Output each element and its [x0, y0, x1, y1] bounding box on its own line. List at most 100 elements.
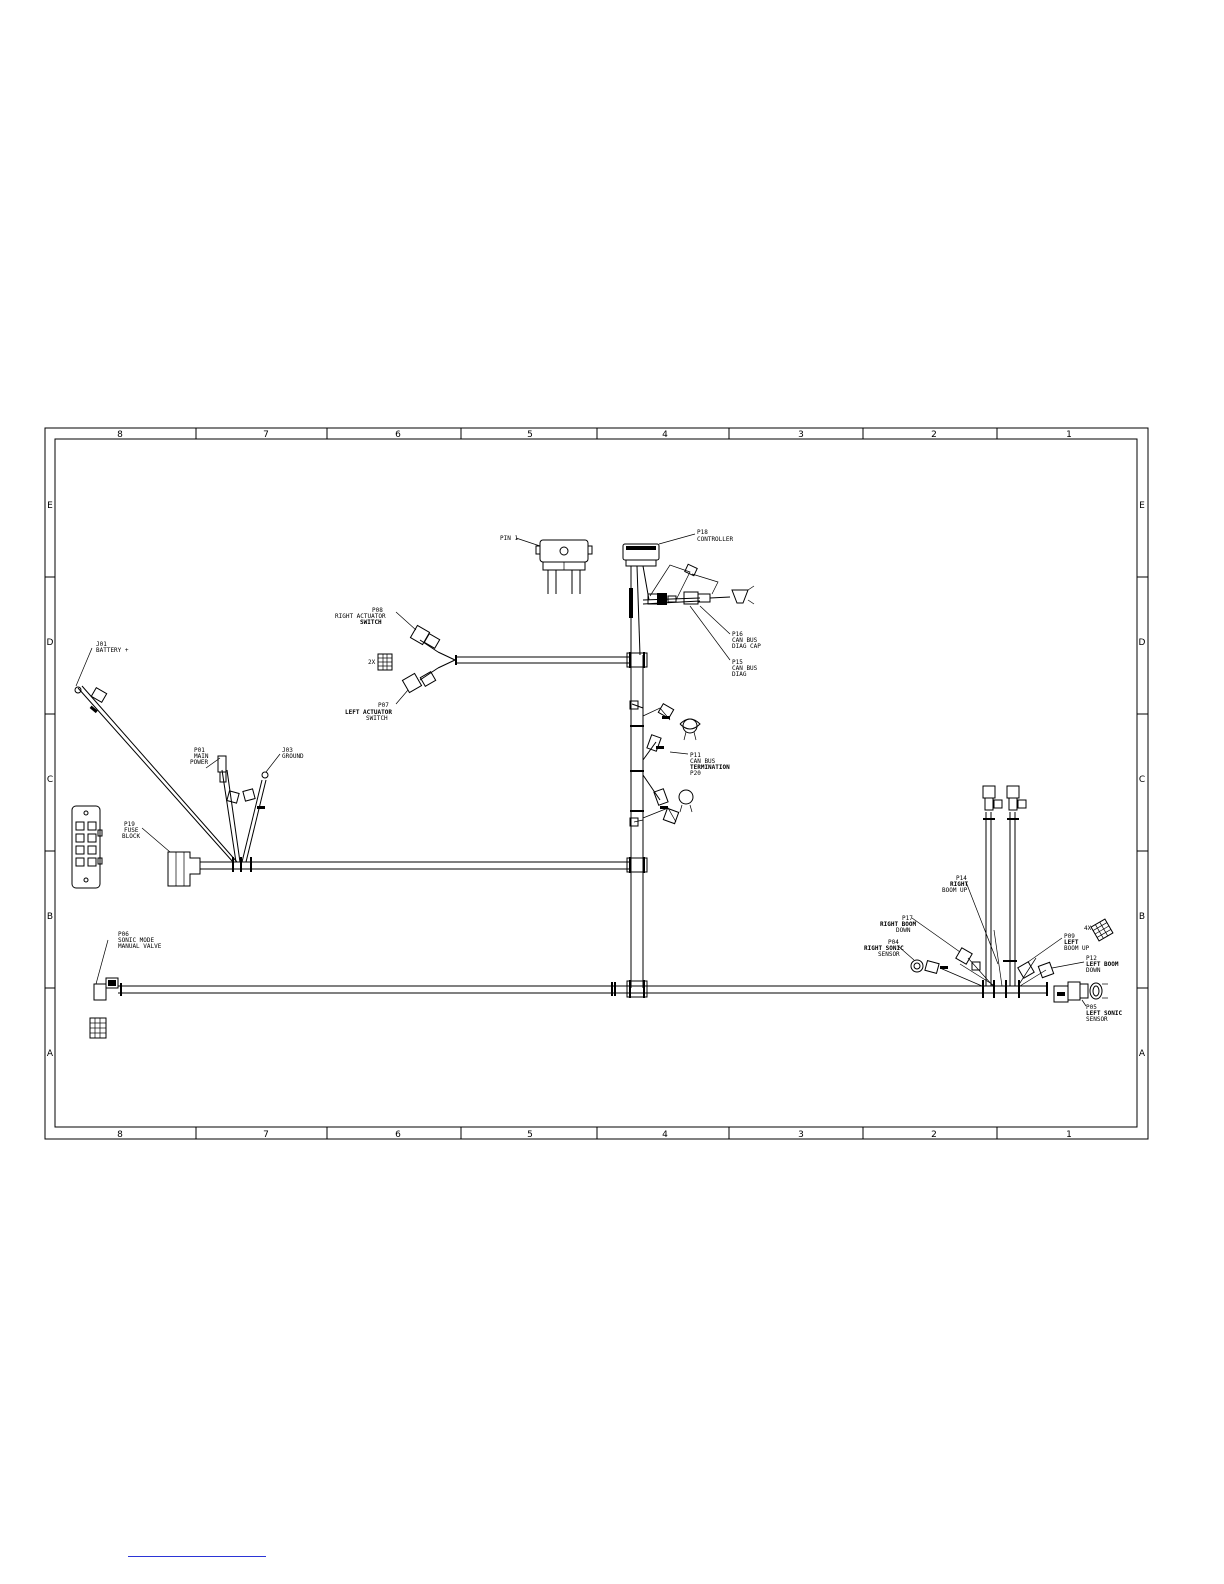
p01-line2: POWER	[190, 759, 208, 766]
p16-line2: DIAG CAP	[732, 643, 761, 650]
p04-id: P04	[888, 939, 899, 946]
p06-sonic-mode: P06 SONIC MODE MANUAL VALVE	[89, 931, 162, 1039]
p12-id: P12	[1086, 955, 1097, 962]
p12-left-boom-down: P12 LEFT BOOM DOWN	[1037, 955, 1119, 979]
p17-line2: DOWN	[896, 927, 911, 934]
p15-line2: DIAG	[732, 671, 747, 678]
p09-id: P09	[1064, 933, 1075, 940]
p11-p20-can-termination: P11 CAN BUS TERMINATION P20	[629, 700, 730, 827]
zone-bottom-2: 2	[931, 1130, 937, 1140]
zone-top-8: 8	[117, 430, 123, 440]
p08-p07-actuator-switches: P08 RIGHT ACTUATOR SWITCH P07 LEFT ACTUA…	[335, 607, 456, 722]
j03-ground: J03 GROUND	[241, 747, 304, 863]
row-left-c: C	[47, 775, 53, 785]
j03-name: GROUND	[282, 753, 304, 760]
p19-id: P19	[124, 821, 135, 828]
p08-line2: SWITCH	[360, 619, 382, 626]
p14-line1: RIGHT	[950, 881, 968, 888]
row-left-d: D	[47, 638, 54, 648]
p05-id: P05	[1086, 1004, 1097, 1011]
pin1-label: PIN 1	[500, 535, 518, 542]
zone-bottom-7: 7	[263, 1130, 269, 1140]
harness-trunk	[118, 652, 1048, 998]
p09-left-boom-up: P09 LEFT BOOM UP	[1017, 933, 1090, 979]
row-right-a: A	[1139, 1049, 1146, 1059]
p06-line1: SONIC MODE	[118, 937, 155, 944]
p19-fuse-block: P19 FUSE BLOCK	[71, 805, 201, 889]
zone-top-1: 1	[1066, 430, 1072, 440]
row-left-b: B	[47, 912, 53, 922]
p14-id: P14	[956, 875, 967, 882]
j01-id: J01	[96, 641, 107, 648]
p11-line1: CAN BUS	[690, 758, 716, 765]
p19-line1: FUSE	[124, 827, 139, 834]
p01-main-power: P01 MAIN POWER	[190, 747, 241, 863]
p15-id: P15	[732, 659, 743, 666]
zone-bottom-3: 3	[798, 1130, 804, 1140]
zone-top-3: 3	[798, 430, 804, 440]
row-right-c: C	[1139, 775, 1145, 785]
p12-line1: LEFT BOOM	[1086, 961, 1119, 968]
zone-top-7: 7	[263, 430, 269, 440]
terminal-detail-2x	[377, 653, 393, 671]
row-left-a: A	[47, 1049, 54, 1059]
p19-line2: BLOCK	[122, 833, 140, 840]
p16-line1: CAN BUS	[732, 637, 758, 644]
boom-branches	[939, 785, 1047, 998]
qty-4x: 4X	[1084, 925, 1092, 932]
j01-battery-branch: J01 BATTERY +	[74, 641, 238, 863]
footer-link-line[interactable]	[128, 1556, 266, 1557]
terminal-detail-sonic	[89, 1017, 107, 1039]
p15-line1: CAN BUS	[732, 665, 758, 672]
p07-line1: LEFT ACTUATOR	[345, 709, 392, 716]
zone-top-5: 5	[527, 430, 533, 440]
p12-line2: DOWN	[1086, 967, 1101, 974]
p01-id: P01	[194, 747, 205, 754]
p14-line2: BOOM UP	[942, 887, 968, 894]
zone-bottom-5: 5	[527, 1130, 533, 1140]
row-right-d: D	[1139, 638, 1146, 648]
p07-id: P07	[378, 702, 389, 709]
qty-2x: 2X	[368, 659, 376, 666]
p04-right-sonic-sensor: P04 RIGHT SONIC SENSOR	[864, 939, 948, 974]
zone-top-4: 4	[662, 430, 668, 440]
p07-line2: SWITCH	[366, 715, 388, 722]
p17-right-boom-down: P17 RIGHT BOOM DOWN	[880, 915, 981, 971]
p09-line1: LEFT	[1064, 939, 1079, 946]
p17-line1: RIGHT BOOM	[880, 921, 917, 928]
terminal-detail-4x: 4X	[1084, 918, 1114, 942]
p11-line2: TERMINATION	[690, 764, 730, 771]
zone-bottom-6: 6	[395, 1130, 401, 1140]
p14-right-boom-up: P14 RIGHT BOOM UP	[942, 875, 999, 965]
p05-line2: SENSOR	[1086, 1016, 1108, 1023]
p16-id: P16	[732, 631, 743, 638]
p17-id: P17	[902, 915, 913, 922]
p18-name: CONTROLLER	[697, 536, 734, 543]
p06-id: P06	[118, 931, 129, 938]
p20-id: P20	[690, 770, 701, 777]
row-right-b: B	[1139, 912, 1145, 922]
row-left-e: E	[47, 501, 53, 511]
p01-line1: MAIN	[194, 753, 209, 760]
fuse-block-detail	[71, 805, 103, 889]
j01-name: BATTERY +	[96, 647, 129, 654]
p05-line1: LEFT SONIC	[1086, 1010, 1123, 1017]
p18-controller: P18 CONTROLLER	[622, 529, 734, 656]
zone-bottom-1: 1	[1066, 1130, 1072, 1140]
p04-line1: RIGHT SONIC	[864, 945, 904, 952]
p11-id: P11	[690, 752, 701, 759]
zone-bottom-4: 4	[662, 1130, 668, 1140]
row-right-e: E	[1139, 501, 1145, 511]
p08-line1: RIGHT ACTUATOR	[335, 613, 386, 620]
p18-id: P18	[697, 529, 708, 536]
zone-top-6: 6	[395, 430, 401, 440]
pin1-connector: PIN 1	[500, 535, 593, 594]
zone-top-2: 2	[931, 430, 937, 440]
p09-line2: BOOM UP	[1064, 945, 1090, 952]
p16-p15-can-diag: P16 CAN BUS DIAG CAP P15 CAN BUS DIAG	[642, 563, 761, 678]
j03-id: J03	[282, 747, 293, 754]
p05-left-sonic-sensor: P05 LEFT SONIC SENSOR	[1046, 981, 1123, 1023]
drawing-frame: 8 7 6 5 4 3 2 1 8 7 6 5 4 3 2 1 E D C B …	[44, 427, 1149, 1140]
p08-id: P08	[372, 607, 383, 614]
